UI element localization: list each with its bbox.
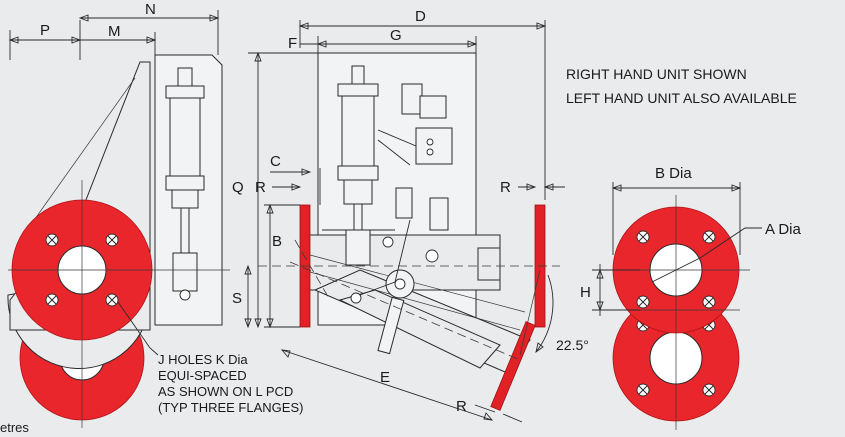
note-right-hand: RIGHT HAND UNIT SHOWN [566, 66, 747, 82]
label-r-left: R [255, 179, 266, 196]
label-r-bottom: R [456, 398, 467, 415]
label-g: G [390, 27, 402, 44]
label-n: N [145, 1, 156, 18]
note-left-hand: LEFT HAND UNIT ALSO AVAILABLE [566, 90, 797, 106]
label-e: E [380, 369, 390, 386]
front-solenoid [377, 83, 453, 263]
label-h: H [580, 284, 591, 301]
dimension-lines [8, 10, 762, 423]
label-q: Q [232, 179, 244, 196]
front-angled-flange [490, 321, 536, 411]
dimension-labels: P N M D F G C Q R B S E R R 22.5° B Dia … [40, 1, 802, 415]
label-p: P [40, 22, 50, 39]
note-holes-4: (TYP THREE FLANGES) [158, 400, 303, 415]
front-view [258, 52, 560, 411]
label-a-dia: A Dia [765, 221, 802, 238]
footer-units: etres [0, 420, 29, 435]
front-pivot [322, 219, 415, 355]
note-holes-3: AS SHOWN ON L PCD [158, 384, 293, 399]
label-d: D [415, 8, 426, 25]
notes: RIGHT HAND UNIT SHOWN LEFT HAND UNIT ALS… [0, 66, 797, 435]
note-holes-1: J HOLES K Dia [158, 352, 248, 367]
label-b-dia: B Dia [655, 165, 692, 182]
label-f: F [288, 35, 297, 52]
label-m: M [108, 23, 121, 40]
label-r-right: R [500, 179, 511, 196]
flange-view [600, 195, 750, 430]
side-view [7, 54, 230, 428]
label-angle: 22.5° [556, 337, 589, 353]
label-b: B [272, 233, 282, 250]
label-c: C [270, 153, 281, 170]
label-s: S [232, 290, 242, 307]
side-cylinder [165, 67, 205, 301]
note-holes-2: EQUI-SPACED [158, 368, 247, 383]
